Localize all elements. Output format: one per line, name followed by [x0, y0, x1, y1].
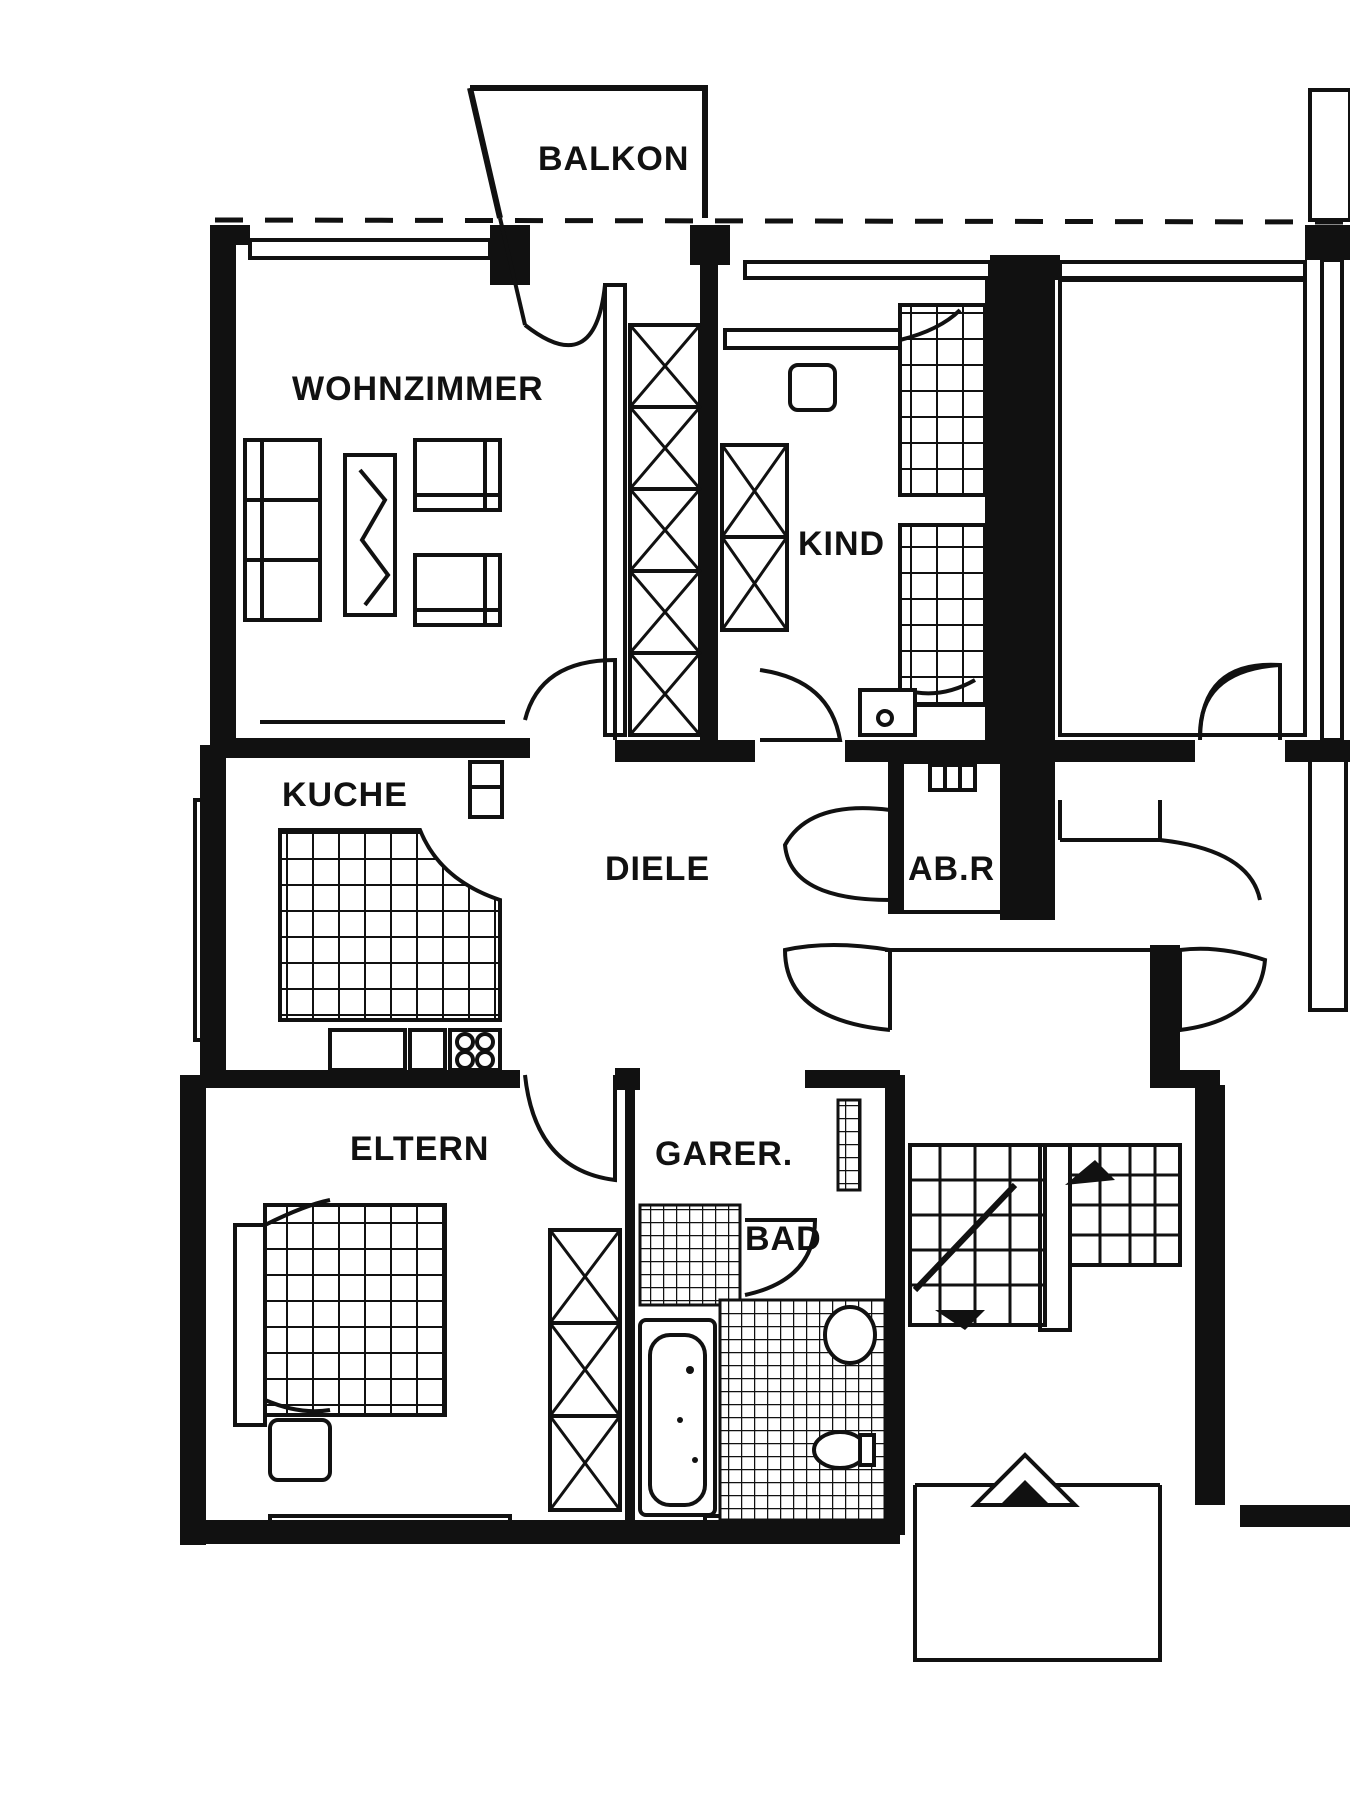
sofa-icon — [243, 438, 322, 622]
wardrobe-icon — [628, 323, 702, 737]
toilet-icon — [812, 1430, 876, 1470]
room-diele: DIELE — [605, 850, 710, 888]
room-bad: BAD — [638, 1203, 887, 1522]
room-kind: KIND — [720, 280, 1000, 740]
room-eltern: ELTERN — [233, 1130, 622, 1512]
staircase — [908, 1143, 1182, 1662]
bed-icon — [858, 303, 987, 737]
armchair-icon — [413, 553, 502, 627]
interior-walls — [200, 258, 1350, 1535]
coffee-table-icon — [343, 453, 397, 617]
room-abr: AB.R — [888, 760, 1007, 914]
facade-line — [214, 217, 1346, 225]
wardrobe-icon — [720, 443, 789, 632]
room-label-kind: KIND — [798, 525, 885, 563]
bathtub-icon — [638, 1318, 717, 1517]
room-kueche: KUCHE — [278, 760, 504, 1072]
room-label-kueche: KUCHE — [282, 776, 408, 814]
doors — [523, 657, 1282, 1297]
neighbour-unit — [1058, 278, 1348, 1012]
room-label-bad: BAD — [745, 1220, 822, 1258]
room-wohnzimmer: WOHNZIMMER — [243, 217, 627, 737]
room-label-eltern: ELTERN — [350, 1130, 489, 1168]
balcony-door-swing — [498, 217, 607, 348]
desk-icon — [723, 328, 902, 412]
room-label-abr: AB.R — [908, 850, 995, 888]
kitchen-counter-icon — [278, 828, 502, 1072]
sink-icon — [823, 1305, 877, 1365]
room-label-garer: GARER. — [655, 1135, 793, 1173]
room-label-diele: DIELE — [605, 850, 710, 888]
armchair-icon — [413, 438, 502, 512]
room-garer: GARER. — [655, 1098, 862, 1192]
balcony: BALKON — [467, 85, 708, 219]
room-label-wohnzimmer: WOHNZIMMER — [292, 370, 544, 408]
wardrobe-icon — [548, 1228, 622, 1512]
room-label-balkon: BALKON — [538, 140, 689, 178]
bed-icon — [233, 1198, 447, 1427]
